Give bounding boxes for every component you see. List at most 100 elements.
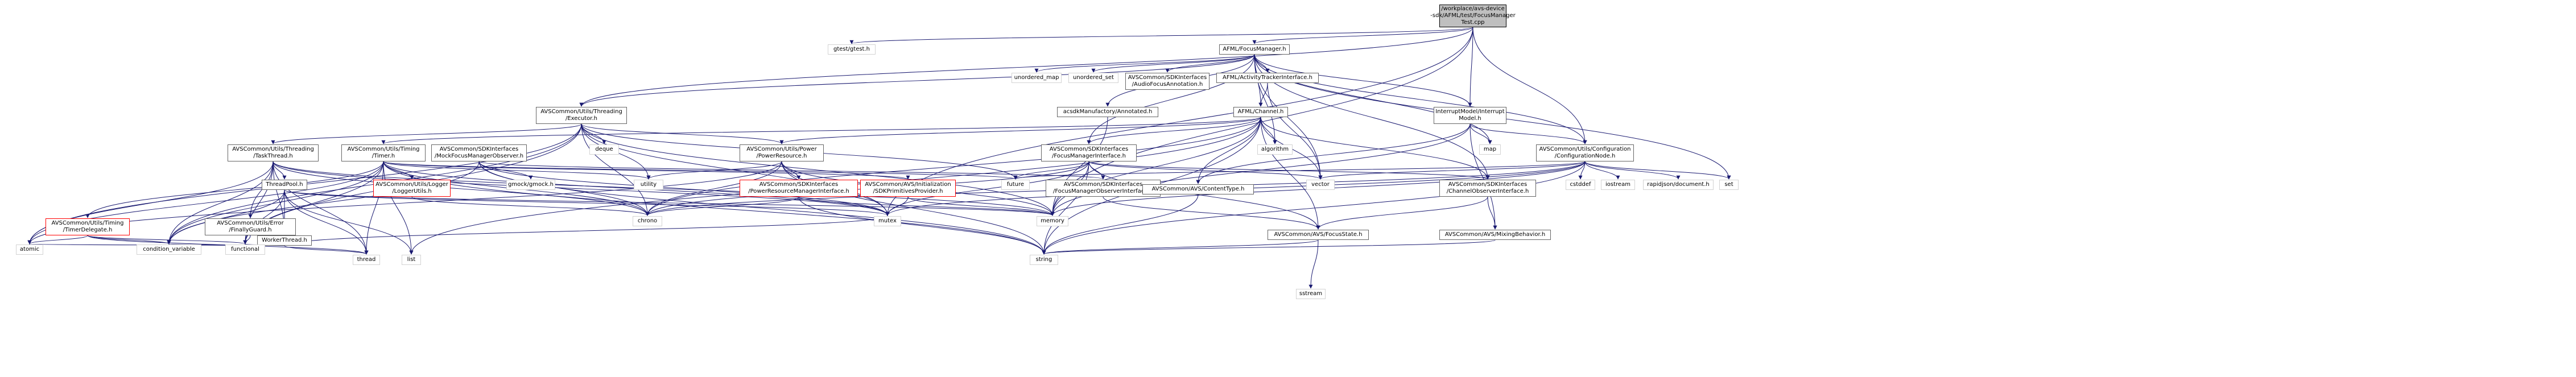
dependency-edge — [478, 161, 890, 216]
graph-node-content-type[interactable]: AVSCommon/AVS/ContentType.h — [1142, 184, 1254, 194]
dependency-edge — [907, 196, 1055, 216]
graph-node-label: AVSCommon/SDKInterfaces — [759, 181, 839, 188]
graph-node-label: thread — [357, 256, 376, 263]
graph-node-label: AVSCommon/Utils/Timing — [347, 146, 420, 152]
dependency-edge — [645, 196, 799, 216]
graph-node-label: AVSCommon/AVS/ContentType.h — [1151, 186, 1245, 192]
graph-node-label: /PowerResource.h — [756, 153, 807, 159]
dependency-edge — [383, 161, 414, 255]
graph-node-power-res-mgr[interactable]: AVSCommon/SDKInterfaces/PowerResourceMan… — [740, 180, 858, 197]
dependency-edge — [885, 196, 909, 216]
graph-node-afml-fm[interactable]: AFML/FocusManager.h — [1219, 44, 1290, 55]
dependency-edge — [478, 161, 1105, 180]
graph-node-task-thread[interactable]: AVSCommon/Utils/Threading/TaskThread.h — [228, 144, 319, 161]
dependency-edge — [1308, 239, 1319, 289]
graph-node-power-resource[interactable]: AVSCommon/Utils/Power/PowerResource.h — [740, 144, 824, 161]
graph-node-label: WorkerThread.h — [262, 237, 307, 243]
dependency-edge — [1196, 123, 1471, 184]
dependency-edge — [1103, 196, 1320, 230]
graph-node-focus-state[interactable]: AVSCommon/AVS/FocusState.h — [1268, 230, 1369, 240]
dependency-edge — [273, 161, 369, 255]
graph-node-mixing-behavior[interactable]: AVSCommon/AVS/MixingBehavior.h — [1439, 230, 1551, 240]
graph-node-label: AVSCommon/SDKInterfaces — [1128, 74, 1207, 81]
graph-node-audio-focus-ann[interactable]: AVSCommon/SDKInterfaces/AudioFocusAnnota… — [1125, 73, 1209, 90]
graph-node-list: list — [402, 255, 421, 265]
graph-node-sstream: sstream — [1296, 289, 1326, 299]
graph-node-label: AFML/FocusManager.h — [1223, 46, 1286, 52]
graph-node-label: /FinallyGuard.h — [229, 227, 272, 233]
dependency-edge — [885, 161, 1089, 216]
graph-node-timer-delegate[interactable]: AVSCommon/Utils/Timing/TimerDelegate.h — [46, 218, 130, 235]
graph-node-algorithm: algorithm — [1257, 144, 1293, 155]
dependency-edge — [1468, 27, 1473, 107]
graph-node-label: chrono — [637, 218, 658, 224]
graph-node-rapidjson: rapidjson/document.h — [1643, 180, 1714, 190]
dependency-edge — [167, 189, 285, 245]
dependency-edge — [645, 117, 1261, 216]
graph-node-mock-fm-observer[interactable]: AVSCommon/SDKInterfaces/MockFocusManager… — [431, 144, 527, 161]
graph-node-threadpool[interactable]: ThreadPool.h — [262, 180, 307, 190]
graph-node-timer[interactable]: AVSCommon/Utils/Timing/Timer.h — [341, 144, 426, 161]
graph-node-label: memory — [1041, 218, 1064, 224]
dependency-edge — [581, 123, 1055, 216]
graph-node-acsdk-annotated[interactable]: acsdkManufactory/Annotated.h — [1057, 107, 1158, 117]
graph-node-utility: utility — [634, 180, 663, 190]
graph-node-channel-observer[interactable]: AVSCommon/SDKInterfaces/ChannelObserverI… — [1439, 180, 1536, 197]
graph-node-label: vector — [1311, 181, 1330, 188]
dependency-edge — [1088, 161, 1490, 180]
graph-node-gmock: gmock/gmock.h — [506, 180, 555, 190]
graph-node-label: list — [407, 256, 416, 263]
dependency-edge — [1584, 161, 1681, 180]
dependency-edge — [411, 196, 650, 216]
graph-node-mutex: mutex — [874, 216, 901, 226]
graph-node-label: /MockFocusManagerObserver.h — [434, 153, 524, 159]
graph-node-condition-variable: condition_variable — [137, 245, 201, 255]
graph-node-root[interactable]: /workplace/avs-device-sdk/AFML/test/Focu… — [1430, 5, 1516, 27]
graph-node-unordered-set: unordered_set — [1068, 73, 1118, 83]
dependency-edge — [1584, 161, 1731, 180]
graph-node-label: gtest/gtest.h — [833, 46, 870, 52]
graph-node-label: AVSCommon/Utils/Timing — [51, 220, 124, 226]
graph-node-label: -sdk/AFML/test/FocusManager — [1430, 13, 1516, 19]
dependency-edge — [1013, 161, 1089, 180]
graph-node-afml-channel[interactable]: AFML/Channel.h — [1233, 107, 1288, 117]
graph-node-config-node[interactable]: AVSCommon/Utils/Configuration/Configurat… — [1536, 144, 1634, 161]
dependency-edge — [1469, 123, 1492, 144]
graph-node-activity-tracker[interactable]: AFML/ActivityTrackerInterface.h — [1216, 73, 1319, 83]
graph-node-label: gmock/gmock.h — [508, 181, 554, 188]
graph-node-future: future — [1001, 180, 1030, 190]
dependency-edge — [1196, 117, 1261, 184]
dependency-edge — [381, 117, 1261, 144]
graph-node-label: AVSCommon/Utils/Error — [217, 220, 284, 226]
graph-node-executor[interactable]: AVSCommon/Utils/Threading/Executor.h — [536, 107, 627, 124]
graph-node-label: /workplace/avs-device — [1441, 6, 1505, 12]
dependency-edge — [1252, 27, 1473, 44]
graph-node-label: Test.cpp — [1461, 19, 1485, 26]
graph-node-label: /TaskThread.h — [253, 153, 293, 159]
graph-node-finally-guard[interactable]: AVSCommon/Utils/Error/FinallyGuard.h — [205, 218, 296, 235]
dependency-edge — [1042, 239, 1496, 255]
dependency-edge — [1087, 117, 1261, 144]
graph-node-unordered-map: unordered_map — [1012, 73, 1062, 83]
graph-node-gtest: gtest/gtest.h — [828, 44, 876, 55]
graph-node-worker-thread[interactable]: WorkerThread.h — [257, 235, 312, 246]
graph-node-label: /FocusManagerObserverInterface.h — [1053, 188, 1153, 194]
graph-node-logger-utils[interactable]: AVSCommon/Utils/Logger/LoggerUtils.h — [373, 180, 451, 197]
graph-node-label: AFML/Channel.h — [1237, 109, 1284, 115]
dependency-edge — [284, 189, 414, 255]
graph-node-sdk-primitives[interactable]: AVSCommon/AVS/Initialization/SDKPrimitiv… — [860, 180, 956, 197]
graph-node-fm-interface[interactable]: AVSCommon/SDKInterfaces/FocusManagerInte… — [1041, 144, 1137, 161]
dependency-edge — [284, 189, 890, 216]
dependency-edge — [1088, 161, 1323, 180]
graph-node-fm-observer-iface[interactable]: AVSCommon/SDKInterfaces/FocusManagerObse… — [1046, 180, 1161, 197]
dependency-edge — [579, 27, 1473, 107]
graph-node-label: cstddef — [1570, 181, 1591, 188]
graph-node-label: ThreadPool.h — [266, 181, 303, 188]
dependency-edge — [383, 161, 910, 180]
dependency-edge — [1472, 27, 1587, 144]
graph-node-chrono: chrono — [633, 216, 662, 226]
graph-node-deque: deque — [589, 144, 619, 155]
dependency-edge — [579, 54, 1255, 107]
